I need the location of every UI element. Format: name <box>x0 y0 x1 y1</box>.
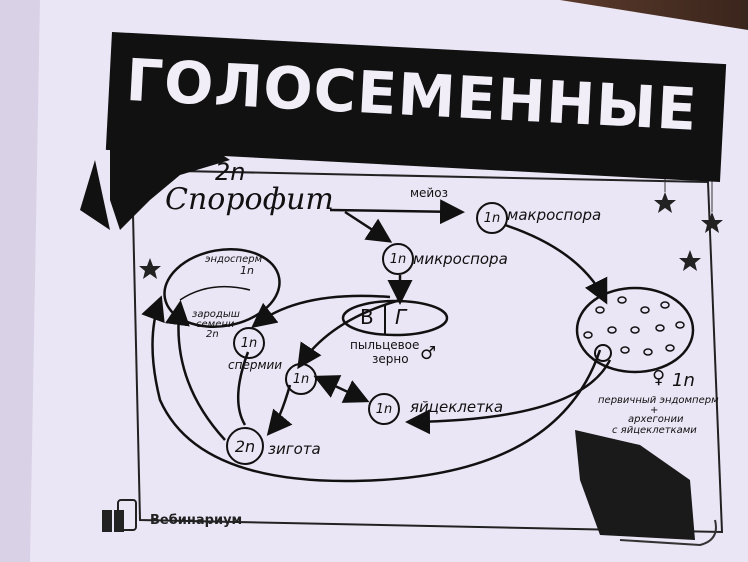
sporophyte-label: Спорофит <box>165 182 334 217</box>
brand-logo-icon <box>100 496 140 536</box>
female-symbol: ♀ <box>652 367 666 388</box>
brand-name: Вебинариум <box>150 513 243 528</box>
archegonia-eggs-label: с яйцеклетками <box>612 425 697 436</box>
microspore-label: микроспора <box>413 250 508 268</box>
sporophyte-ploidy: 2n <box>215 158 246 186</box>
sperm-ploidy-circle-bottom: 1n <box>285 363 317 395</box>
plus-sign: + <box>650 405 659 416</box>
embryo-label-line1: зародыш <box>192 309 240 320</box>
egg-ploidy-circle: 1n <box>368 393 400 425</box>
pine-branch-decoration <box>80 140 230 230</box>
pollen-letter-right: Г <box>395 305 407 329</box>
zygote-label: зигота <box>268 440 321 458</box>
female-ploidy: 1n <box>672 370 695 391</box>
macrospore-label: макроспора <box>507 206 602 224</box>
primary-endosperm-label: первичный эндомперм <box>598 395 719 406</box>
endosperm-ploidy: 1n <box>240 264 254 277</box>
tree-decoration <box>575 430 695 540</box>
pollen-letter-left: В <box>360 305 374 329</box>
sperm-ploidy-circle-top: 1n <box>233 327 265 359</box>
endosperm-label: эндосперм <box>205 254 263 265</box>
embryo-label-line2: семени <box>196 319 235 330</box>
star-decorations <box>139 192 723 279</box>
pollen-label-line2: зерно <box>372 352 409 366</box>
zygote-ploidy-circle: 2n <box>226 427 264 465</box>
pollen-grain-shape <box>341 299 449 337</box>
egg-label: яйцеклетка <box>410 398 504 416</box>
pollen-label-line1: пыльцевое <box>350 338 420 352</box>
seed-ellipse <box>163 247 281 329</box>
ovule-shape <box>575 286 695 374</box>
embryo-ploidy: 2n <box>206 329 219 340</box>
archegonia-label: архегонии <box>628 414 684 425</box>
macrospore-ploidy-circle: 1n <box>476 202 508 234</box>
sled-decoration <box>619 519 717 547</box>
sperm-label: спермии <box>228 358 283 372</box>
microspore-ploidy-circle: 1n <box>382 243 414 275</box>
meiosis-label: мейоз <box>410 186 448 200</box>
male-symbol: ♂ <box>420 343 437 364</box>
